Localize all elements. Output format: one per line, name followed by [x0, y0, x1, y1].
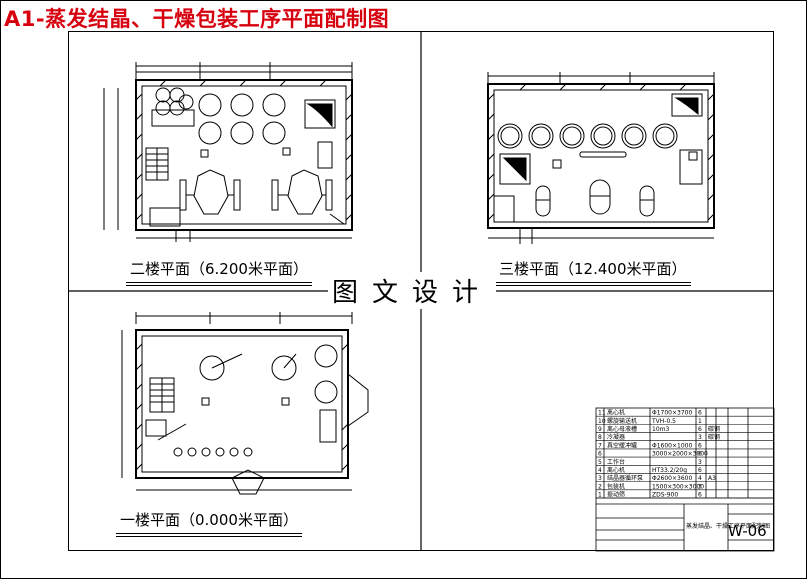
row-number: 3 [598, 475, 602, 482]
row-name: 离心母液槽 [607, 425, 637, 433]
row-number: 8 [598, 434, 602, 441]
row-number: 6 [598, 451, 602, 458]
row-number: 9 [598, 426, 602, 433]
row-spec: HT33.2/20g [652, 467, 687, 474]
first-floor-plan [121, 312, 369, 495]
second-floor-plan [103, 62, 353, 242]
row-number: 10 [598, 418, 606, 425]
row-name: 振动筛 [607, 491, 625, 499]
row-note: A3 [708, 475, 716, 482]
row-qty: 6 [698, 467, 702, 474]
row-number: 5 [598, 459, 602, 466]
row-name: 真空缓冲罐 [607, 441, 637, 449]
row-note: 碳钢 [708, 425, 720, 433]
row-note: 碳钢 [708, 433, 720, 441]
row-spec: TVH-0.5 [651, 418, 676, 425]
second-floor-caption: 二楼平面（6.200米平面） [126, 260, 312, 286]
row-name: 冷凝器 [607, 433, 625, 441]
row-qty: 6 [698, 410, 702, 417]
row-number: 11 [598, 410, 606, 417]
row-name: 螺旋输送机 [607, 417, 637, 425]
row-spec: 1500×300×3000 [652, 483, 704, 490]
title-block-caption: 蒸发结晶、干燥工序平面配制图 [686, 522, 770, 530]
row-spec: 10m3 [652, 426, 669, 433]
third-floor-caption: 三楼平面（12.400米平面） [495, 260, 690, 286]
row-number: 2 [598, 483, 602, 490]
drawing-title: A1-蒸发结晶、干燥包装工序平面配制图 [4, 7, 390, 31]
row-qty: 1 [698, 418, 702, 425]
row-name: 包装机 [607, 482, 625, 490]
third-floor-plan [487, 72, 715, 244]
row-spec: Φ1700×3700 [652, 410, 692, 417]
row-spec: ZDS-900 [652, 492, 678, 499]
drawing-number: W-06 [728, 522, 767, 540]
row-name: 结晶器循环泵 [607, 474, 643, 482]
row-qty: 3 [698, 459, 702, 466]
row-name: 工作台 [607, 458, 625, 466]
row-qty: 6 [698, 492, 702, 499]
row-qty: 3 [698, 483, 702, 490]
row-spec: Φ2600×3600 [652, 475, 692, 482]
first-floor-caption: 一楼平面（0.000米平面） [116, 511, 302, 537]
row-qty: 4 [698, 475, 702, 482]
row-qty: 6 [698, 442, 702, 449]
row-number: 7 [598, 442, 602, 449]
row-number: 4 [598, 467, 602, 474]
row-qty: 6 [698, 451, 702, 458]
row-spec: Φ1600×1000 [652, 442, 692, 449]
row-number: 1 [598, 492, 602, 499]
row-spec: 3000×2000×3000 [652, 451, 708, 458]
row-name: 离心机 [607, 466, 625, 474]
watermark-text: 图文设计 [328, 272, 497, 309]
row-name: 离心机 [607, 409, 625, 417]
row-qty: 6 [698, 426, 702, 433]
row-qty: 3 [698, 434, 702, 441]
